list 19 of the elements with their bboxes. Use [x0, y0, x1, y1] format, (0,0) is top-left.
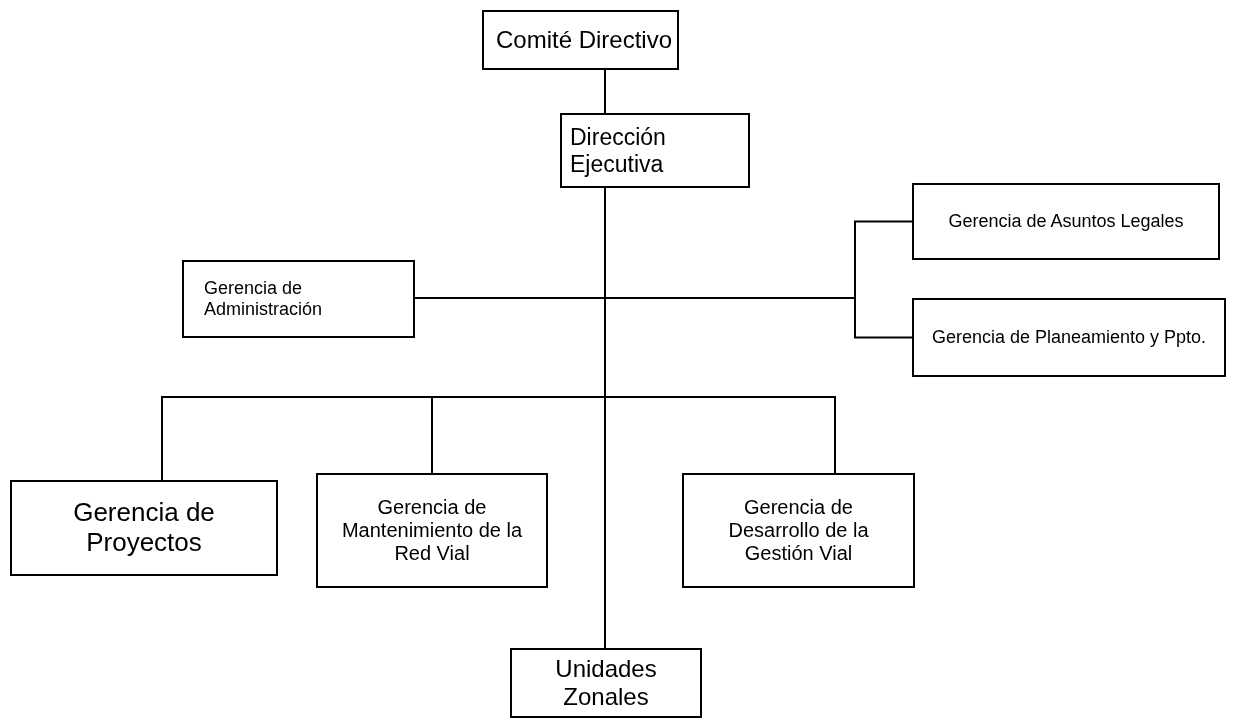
org-box — [316, 473, 548, 588]
box-label: Gerencia de Mantenimiento de la Red Vial — [340, 496, 524, 565]
box-label: Comité Directivo — [496, 26, 674, 54]
org-box — [10, 480, 278, 576]
box-label: Unidades Zonales — [554, 655, 658, 711]
box-label: Dirección Ejecutiva — [570, 124, 667, 177]
box-label: Gerencia de Asuntos Legales — [947, 211, 1185, 232]
org-box — [912, 183, 1220, 260]
connector-line — [604, 69, 606, 114]
box-label: Gerencia de Desarrollo de la Gestión Vial — [727, 496, 870, 565]
org-box — [182, 260, 415, 338]
box-label: Gerencia de Proyectos — [72, 498, 216, 558]
org-box — [510, 648, 702, 718]
box-label: Gerencia de Planeamiento y Ppto. — [930, 327, 1208, 348]
org-box — [912, 298, 1226, 377]
org-box — [682, 473, 915, 588]
org-box — [560, 113, 750, 188]
box-label: Gerencia de Administración — [204, 278, 324, 320]
org-box — [482, 10, 679, 70]
